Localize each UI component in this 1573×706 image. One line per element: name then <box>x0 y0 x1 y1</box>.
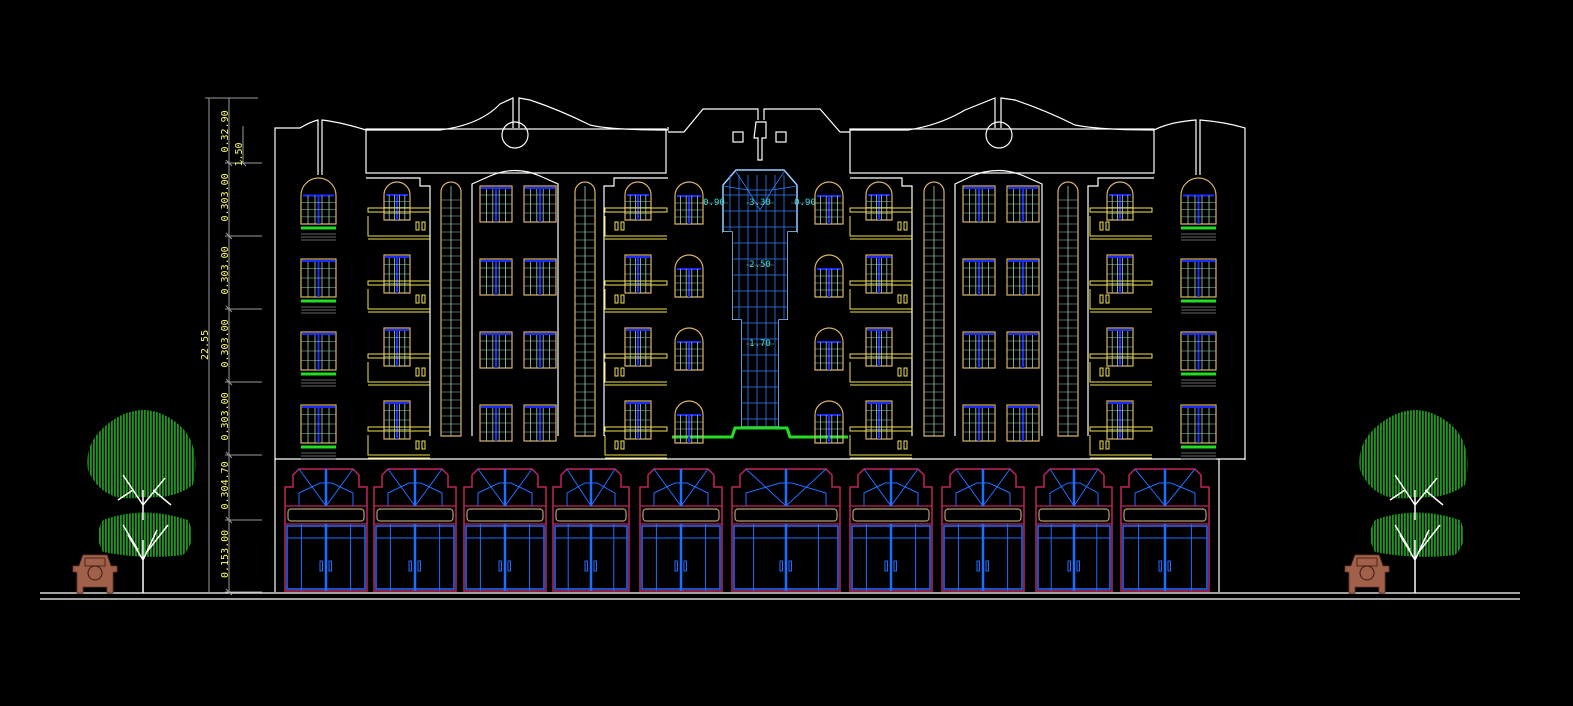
dimension-label: 0.303.00 <box>220 392 231 440</box>
upper-floors <box>300 177 1217 460</box>
sign-band <box>852 508 930 522</box>
sign-band <box>555 508 627 522</box>
dimension-7: 0.153.00 <box>220 530 262 596</box>
sign-band <box>734 508 838 522</box>
sign-band <box>466 508 544 522</box>
dimension-label: 0.303.00 <box>220 319 231 367</box>
dimension-3: 0.303.00 <box>220 246 262 313</box>
dimension-6: 0.304.70 <box>220 461 262 524</box>
dimension-label: 0.153.00 <box>220 530 231 578</box>
shopfront-bay-2 <box>373 468 457 592</box>
dimension-label: 0.304.70 <box>220 461 231 509</box>
dimension-4: 0.303.00 <box>220 319 262 386</box>
car-left <box>72 554 118 594</box>
floor-2 <box>300 254 1217 314</box>
tree-left <box>87 410 196 593</box>
dimension-label: 0.303.00 <box>220 246 231 294</box>
dimension-label: 0.303.00 <box>220 173 231 221</box>
tree-right <box>1359 410 1468 593</box>
planter-plants <box>672 426 848 439</box>
sign-band <box>287 508 365 522</box>
shopfront-bay-7 <box>849 468 933 592</box>
slot-window <box>923 181 945 437</box>
shopfront-bay-3 <box>463 468 547 592</box>
shopfront-bay-1 <box>284 468 368 592</box>
slot-window <box>574 181 596 437</box>
sign-band <box>944 508 1022 522</box>
shopfront-bay-6 <box>731 468 841 592</box>
slot-window <box>1057 181 1079 437</box>
shopfront-bay-9 <box>1035 468 1113 592</box>
dimension-2: 0.303.00 <box>220 173 262 240</box>
ground-line <box>40 592 1520 600</box>
shopfront-bay-5 <box>639 468 723 592</box>
building-outline <box>274 97 1246 592</box>
dimension-1: 1.50 <box>234 126 262 167</box>
sign-band <box>1123 508 1207 522</box>
slot-window <box>440 181 462 437</box>
shopfront-bay-4 <box>552 468 630 592</box>
dimension-label: 1.50 <box>234 142 245 166</box>
dimension-5: 0.303.00 <box>220 392 262 459</box>
car-right <box>1344 554 1390 594</box>
ground-floor-shopfronts <box>284 468 1210 592</box>
vertical-dimension-chain: 22.55 0.32.901.500.303.000.303.000.303.0… <box>200 97 262 596</box>
sign-band <box>376 508 454 522</box>
sign-band <box>642 508 720 522</box>
sign-band <box>1038 508 1110 522</box>
dimension-label: 0.32.90 <box>220 110 231 152</box>
floor-3 <box>300 327 1217 387</box>
shopfront-bay-10 <box>1120 468 1210 592</box>
shopfront-bay-8 <box>941 468 1025 592</box>
floor-1 <box>300 177 1217 241</box>
overall-height-label: 22.55 <box>200 330 211 360</box>
floor-4 <box>300 400 1217 460</box>
